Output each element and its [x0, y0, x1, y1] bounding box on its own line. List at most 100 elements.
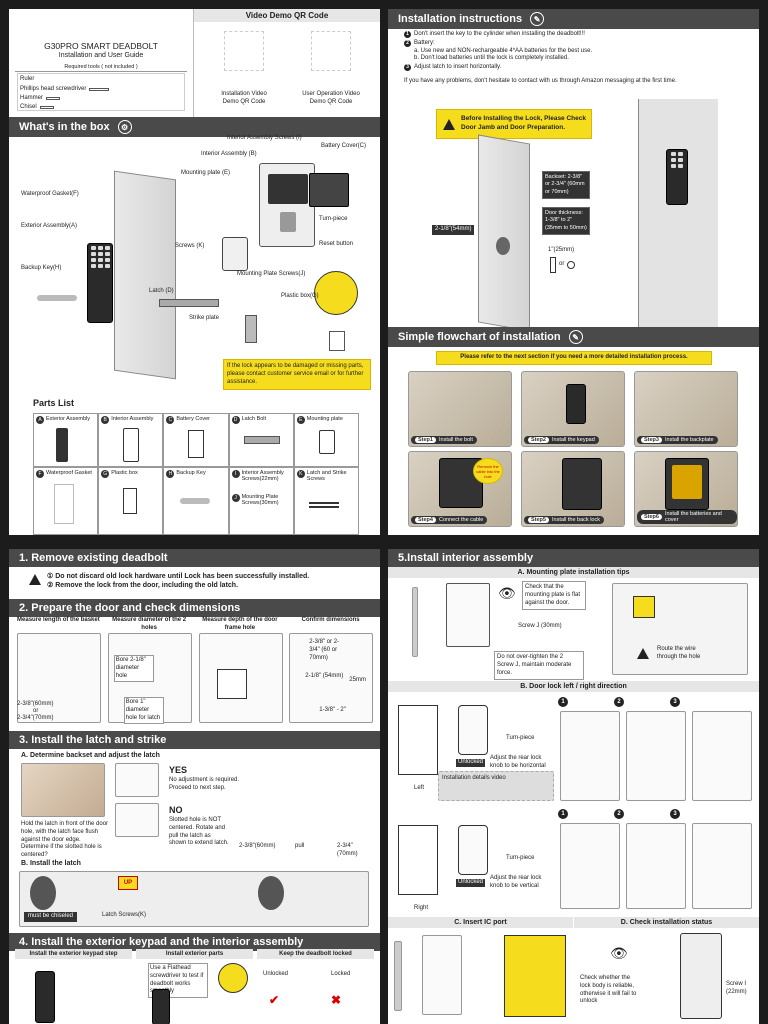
s2-col-2: Measure diameter of the 2 holes Bore 2-1…	[106, 617, 193, 729]
screw-j-label: Screw J (30mm)	[518, 623, 562, 629]
s4-col-3: Keep the deadbolt locked Unlocked Locked…	[257, 949, 374, 1024]
door-right-illustration	[398, 825, 438, 895]
chisel-label: must be chiseled	[24, 912, 78, 922]
warning-icon	[637, 648, 649, 659]
s3-header: 3. Install the latch and strike	[9, 731, 380, 749]
label-mounting-screws-j: Mounting Plate Screws(J)	[237, 271, 306, 277]
s1-item-1: ① Do not discard old lock hardware until…	[47, 573, 310, 580]
s4-grid: Install the exterior keypad step Install…	[15, 949, 374, 1024]
install-instructions-title: Installation instructions	[398, 13, 523, 25]
s2-header: 2. Prepare the door and check dimensions	[9, 599, 380, 617]
details-video-box[interactable]: Installation details video	[438, 771, 554, 801]
s3b-title: B. Install the latch	[21, 860, 81, 867]
strike-plate-illustration	[245, 315, 257, 343]
warning-icon	[443, 119, 455, 130]
cd-titles: C. Insert IC port D. Check installation …	[388, 917, 759, 928]
guide-title: Installation and User Guide	[58, 52, 144, 59]
cable-tip: Remove the cable into the hole	[473, 458, 503, 484]
backset-box: Backset: 2-3/8" or 2-3/4" (60mm or 70mm)	[542, 171, 590, 200]
latch-hold-photo	[21, 763, 105, 817]
label-backup-h: Backup Key(H)	[21, 265, 62, 271]
qr-install-code[interactable]	[224, 31, 264, 71]
qr-operation[interactable]: User Operation Video Demo QR Code	[294, 31, 368, 107]
label-screws-k: Screws (K)	[175, 243, 205, 249]
door-illustration	[114, 170, 176, 380]
label-battery-cover: Battery Cover(C)	[321, 143, 367, 149]
install-instructions-header: Installation instructions ✎	[388, 9, 759, 29]
s1-header: 1. Remove existing deadbolt	[9, 549, 380, 567]
s4-col-2: Install exterior parts Use a Flathead sc…	[136, 949, 253, 1024]
page-1: G30PRO SMART DEADBOLT Installation and U…	[9, 9, 380, 535]
backup-key-illustration	[37, 295, 77, 301]
latch-hole-choice: or	[550, 257, 576, 273]
qr-install[interactable]: Installation Video Demo QR Code	[214, 31, 274, 107]
qr-section: Video Demo QR Code Installation Video De…	[194, 9, 380, 117]
door-left-illustration	[398, 705, 438, 775]
plastic-box-illustration	[329, 331, 345, 351]
flowchart-title: Simple flowchart of installation	[398, 331, 561, 343]
yes-panel: YES No adjustment is required. Proceed t…	[115, 763, 373, 799]
qr-operation-label: User Operation Video Demo QR Code	[302, 91, 360, 105]
s4-header: 4. Install the exterior keypad and the i…	[9, 933, 380, 951]
check-plate-note: Check that the mounting plate is flat ag…	[522, 581, 586, 611]
instruction-2a: a. Use new and NON-rechargeable 4*AA bat…	[414, 47, 593, 54]
box-section-header: What's in the box ⚙	[9, 117, 380, 137]
tool-screwdriver: Phillips head screwdriver	[20, 85, 182, 94]
mounting-plate-illustration	[222, 237, 248, 271]
s1-item-2: ② Remove the lock from the door, includi…	[47, 582, 239, 590]
contact-note: If you have any problems, don't hesitate…	[404, 78, 677, 84]
s3a-title: A. Determine backset and adjust the latc…	[21, 752, 160, 759]
ic-port-panel	[394, 931, 570, 1021]
s2-grid: Measure length of the basket 2-3/8"(60mm…	[15, 617, 374, 729]
damage-note: If the lock appears to be damaged or mis…	[223, 359, 371, 391]
hold-text: Hold the latch in front of the door hole…	[21, 821, 109, 859]
right-label: Right	[414, 905, 429, 911]
screw-i-label: Screw I (22mm)	[726, 981, 747, 995]
d-title: D. Check installation status	[573, 917, 759, 928]
s2-col-1: Measure length of the basket 2-3/8"(60mm…	[17, 617, 101, 723]
parts-list-title: Parts List	[33, 398, 75, 408]
c-title: C. Insert IC port	[388, 917, 573, 928]
label-gasket-f: Waterproof Gasket(F)	[21, 191, 79, 197]
route-note: Route the wire through the hole	[657, 646, 701, 660]
label-exterior-a: Exterior Assembly(A)	[21, 223, 78, 229]
install-keypad-illustration	[666, 149, 688, 205]
qr-operation-code[interactable]	[311, 31, 351, 71]
gear-icon: ⚙	[117, 120, 132, 134]
tool-chisel: Chisel	[20, 103, 182, 112]
label-plastic-g: Plastic box(G)	[281, 293, 319, 299]
latch-screws-label: Latch Screws(K)	[102, 912, 147, 919]
latch-hole-label: 1"(25mm)	[548, 247, 575, 253]
check-body-note: Check whether the lock body is reliable,…	[580, 975, 637, 1005]
battery-cover-illustration	[309, 173, 349, 207]
latch-illustration	[159, 299, 219, 307]
label-strike: Strike plate	[189, 315, 220, 321]
s1-warning: ① Do not discard old lock hardware until…	[29, 572, 374, 591]
instruction-2b: b. Don't load batteries until the lock i…	[414, 55, 569, 62]
no-panel: NO Slotted hole is NOT centered. Rotate …	[115, 803, 373, 863]
tools-title: Required tools ( not included )	[15, 64, 187, 72]
door-prep-warning: Before Installing the Lock, Please Check…	[436, 109, 592, 139]
door-edge-illustration	[478, 134, 530, 332]
door-prep-diagram: Before Installing the Lock, Please Check…	[388, 89, 759, 332]
mounting-tips: 👁 Check that the mounting plate is flat …	[398, 579, 749, 681]
flowchart-header: Simple flowchart of installation ✎	[388, 327, 759, 347]
flowchart-note: Please refer to the next section if you …	[436, 351, 712, 365]
overtighten-note: Do not over-tighten the 2 Screw J, maint…	[494, 651, 584, 681]
label-interior-b: Interior Assembly (B)	[201, 151, 257, 157]
